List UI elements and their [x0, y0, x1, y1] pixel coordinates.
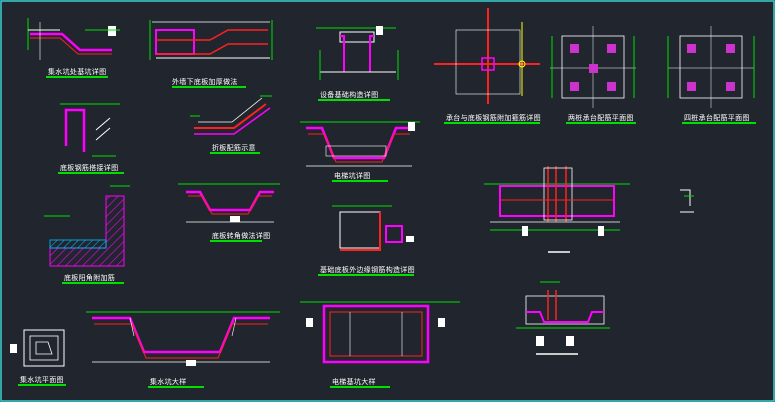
- detail-slab-corner: 底板阳角附加筋: [44, 185, 130, 284]
- detail-base-edge-lower: [516, 281, 610, 355]
- detail-equipment-base: 设备基础构造详图: [316, 26, 399, 101]
- caption-2: 设备基础构造详图: [320, 90, 378, 99]
- caption-4: 两桩承台配筋平面图: [568, 113, 634, 122]
- symbol-section-mark: [680, 189, 694, 213]
- detail-folded-slab: 折板配筋示意: [190, 95, 272, 154]
- detail-elevator-pit-section: 电梯基坑大样: [300, 301, 460, 388]
- detail-pit-middle: 底板转角做法详图: [178, 183, 280, 242]
- detail-sump-edge: 集水坑处基坑详图: [27, 18, 120, 78]
- detail-thickened-slab: 外墙下底板加厚做法: [149, 20, 273, 88]
- detail-sump-section: 集水坑大样: [86, 311, 280, 388]
- caption-12: 集水坑平面图: [20, 375, 64, 384]
- caption-14: 电梯基坑大样: [332, 377, 376, 386]
- caption-1: 外墙下底板加厚做法: [172, 77, 238, 86]
- caption-13: 集水坑大样: [150, 377, 187, 386]
- caption-0: 集水坑处基坑详图: [48, 67, 106, 76]
- caption-11: 基础底板外边缘钢筋构造详图: [320, 265, 415, 274]
- detail-rebar-lap: 底板钢筋搭接详图: [58, 103, 124, 174]
- caption-6: 底板钢筋搭接详图: [60, 163, 118, 172]
- detail-pilecap-cross: 承台与底板钢筋附加箍筋详图: [434, 8, 541, 124]
- detail-four-pile-plan: 四桩承台配筋平面图: [667, 26, 756, 124]
- caption-7: 折板配筋示意: [212, 143, 256, 152]
- detail-two-pile-plan: 两桩承台配筋平面图: [550, 26, 636, 124]
- caption-3: 承台与底板钢筋附加箍筋详图: [446, 113, 541, 122]
- detail-base-edge-upper: [484, 166, 630, 253]
- detail-sump-plan: 集水坑平面图: [10, 329, 66, 386]
- detail-pit-upper: 电梯坑详图: [300, 121, 420, 182]
- detail-base-outer-edge: 基础底板外边缘钢筋构造详图: [318, 205, 415, 276]
- caption-8: 底板转角做法详图: [212, 231, 270, 240]
- caption-10: 底板阳角附加筋: [64, 273, 115, 282]
- caption-9: 电梯坑详图: [334, 171, 371, 180]
- caption-5: 四桩承台配筋平面图: [684, 113, 750, 122]
